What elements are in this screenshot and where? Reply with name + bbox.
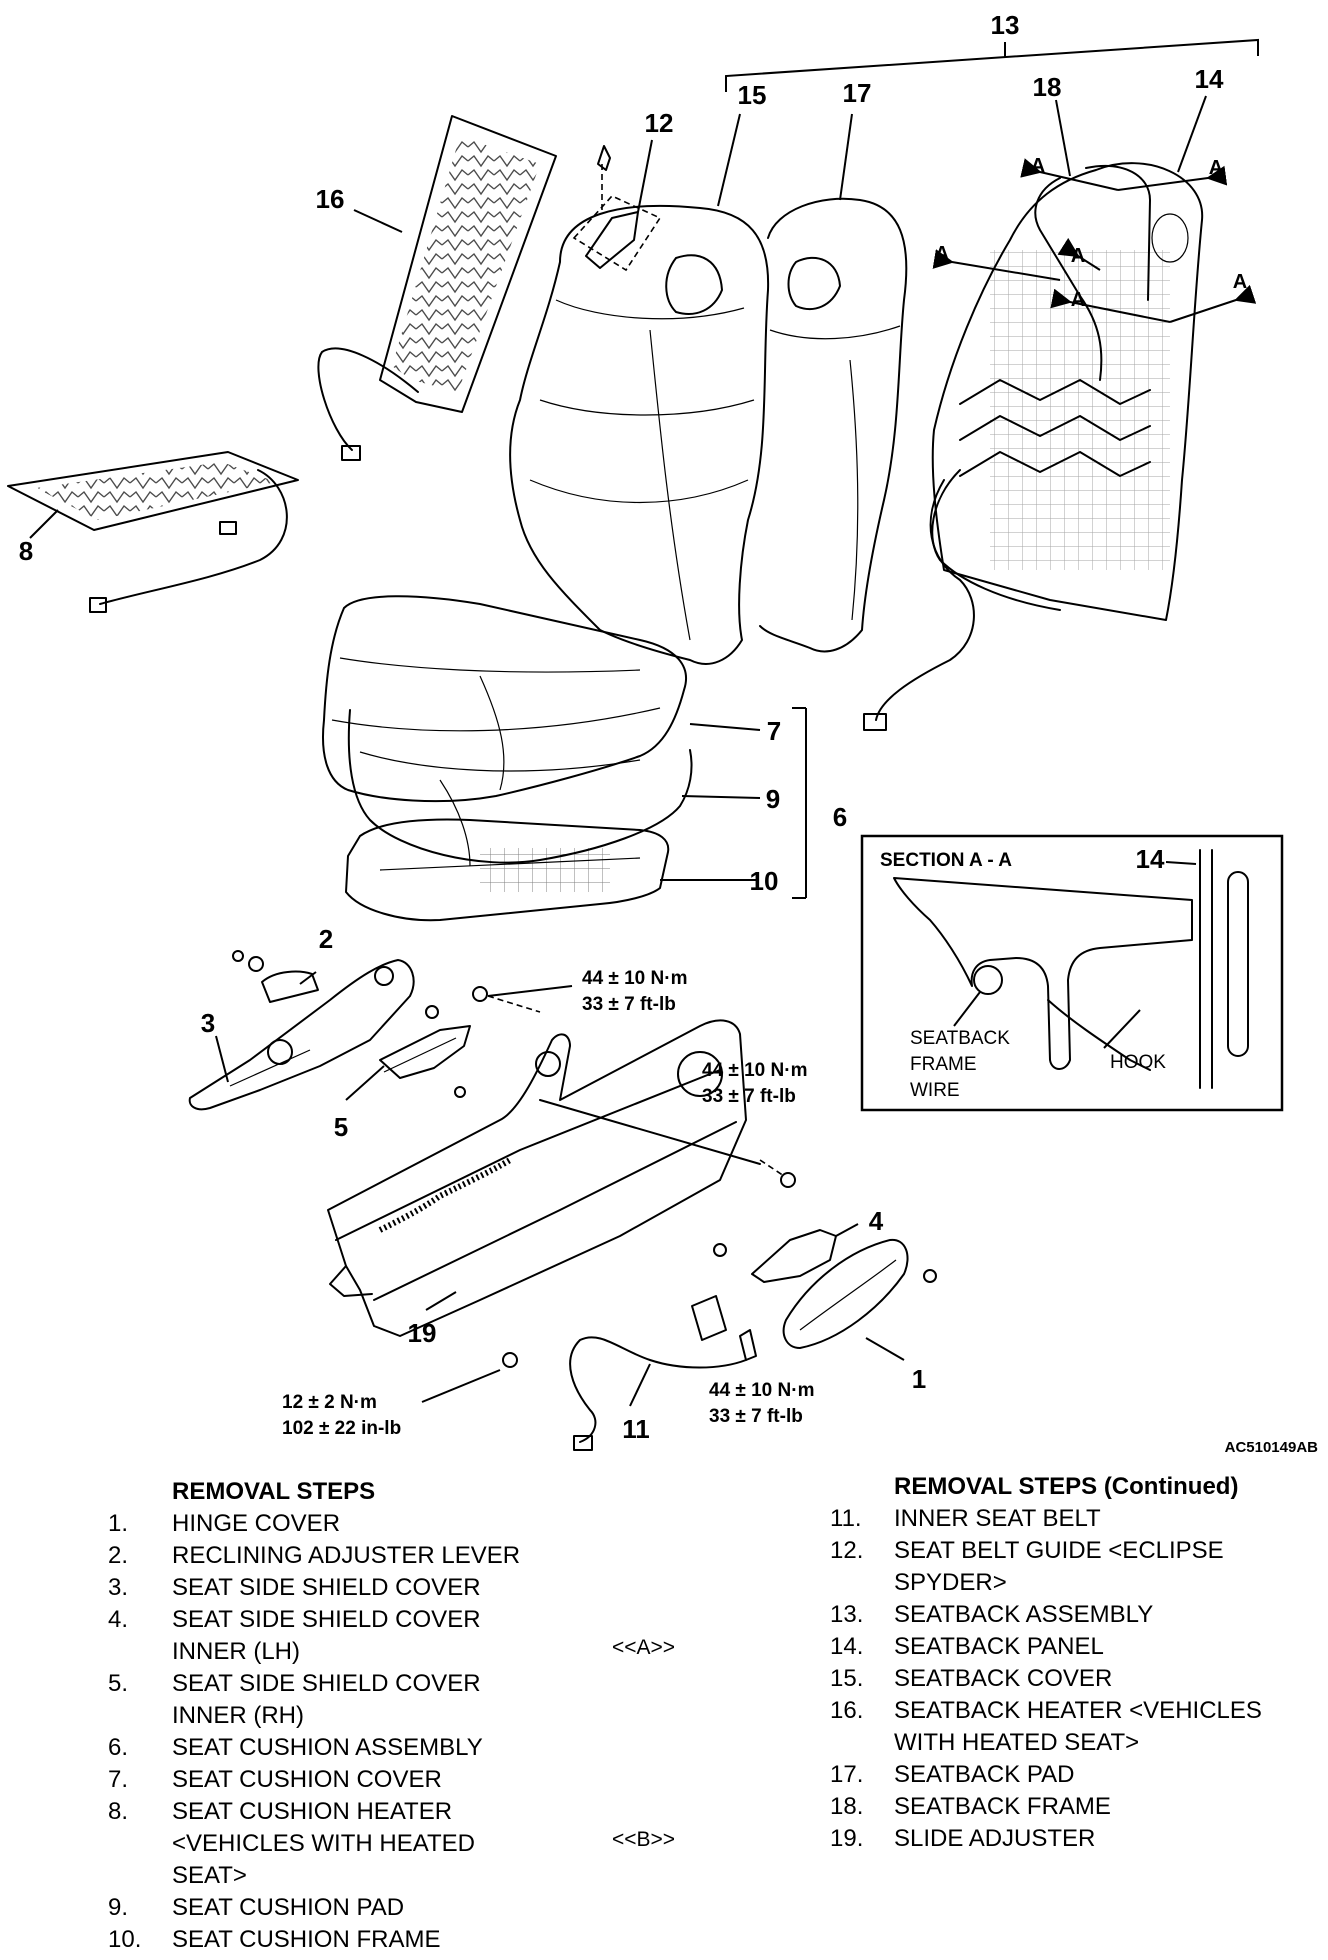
torque-right-ftlb: 33 ± 7 ft-lb (702, 1086, 796, 1107)
callouts: 13 15 17 18 14 12 16 8 7 9 6 10 2 3 5 4 … (19, 10, 1224, 1444)
seatback-frame-part (863, 162, 1204, 731)
seat-side-shield-inner-lh-part (713, 1229, 837, 1283)
seat-side-shield-inner-rh-part (379, 1025, 471, 1098)
step-item: 15.SEATBACK COVER (830, 1665, 1113, 1692)
step-item: 11.INNER SEAT BELT (830, 1505, 1101, 1532)
callout-13: 13 (991, 10, 1020, 40)
step-item: 7.SEAT CUSHION COVER (108, 1766, 442, 1793)
callout-15: 15 (738, 80, 767, 110)
seat-cushion-heater-part (7, 451, 299, 613)
callout-9: 9 (766, 784, 780, 814)
section-title: SECTION A - A (880, 850, 1012, 871)
section-callout-14: 14 (1136, 844, 1165, 874)
seatback-pad-part (759, 197, 908, 653)
section-a-a-inset: SECTION A - A 14 SEATBACK FRAME WIRE HOO… (860, 834, 1284, 1112)
step-item: 8.SEAT CUSHION HEATER (108, 1798, 453, 1825)
reclining-lever-part (232, 950, 319, 1003)
step-item: 12.SEAT BELT GUIDE <ECLIPSE (830, 1537, 1224, 1564)
section-marker-a: A (1233, 271, 1247, 293)
callout-10: 10 (750, 866, 779, 896)
step-ref-a: <<A>> (612, 1636, 676, 1659)
step-item-continuation: INNER (LH) (172, 1638, 301, 1665)
removal-steps-title: REMOVAL STEPS (172, 1478, 376, 1505)
step-item: 5.SEAT SIDE SHIELD COVER (108, 1670, 481, 1697)
hinge-cover-part (782, 1238, 937, 1349)
step-item-continuation: SPYDER> (894, 1569, 1007, 1596)
seat-side-shield-cover-part (188, 959, 439, 1111)
step-item: 6.SEAT CUSHION ASSEMBLY (108, 1734, 483, 1761)
step-item: 13.SEATBACK ASSEMBLY (830, 1601, 1154, 1628)
step-item: 2.RECLINING ADJUSTER LEVER (108, 1542, 521, 1569)
step-item-continuation: SEAT> (172, 1862, 247, 1889)
seat-exploded-diagram: 13 15 17 18 14 12 16 8 7 9 6 10 2 3 5 4 … (7, 10, 1319, 1456)
figure-id: AC510149AB (1225, 1439, 1319, 1456)
section-hook-label: HOOK (1110, 1052, 1166, 1073)
seat-cushion-cover-part (322, 595, 687, 803)
callout-3: 3 (201, 1008, 215, 1038)
section-marker-a: A (935, 243, 949, 265)
callout-4: 4 (869, 1206, 884, 1236)
seat-cushion-frame-part (345, 818, 670, 922)
callout-19: 19 (408, 1318, 437, 1348)
step-item-continuation: WITH HEATED SEAT> (894, 1729, 1140, 1756)
step-item: 17.SEATBACK PAD (830, 1761, 1075, 1788)
seatback-cover-part (509, 204, 770, 665)
section-marker-a: A (1071, 289, 1085, 311)
seat-cushion-pad-part (347, 709, 693, 867)
step-item: 9.SEAT CUSHION PAD (108, 1894, 405, 1921)
torque-cushion-ftlb: 33 ± 7 ft-lb (582, 994, 676, 1015)
callout-5: 5 (334, 1112, 348, 1142)
callout-17: 17 (843, 78, 872, 108)
section-a-arrows (932, 158, 1257, 323)
callout-8: 8 (19, 536, 33, 566)
step-item-continuation: INNER (RH) (172, 1702, 304, 1729)
seat-belt-guide-part (572, 145, 662, 272)
callout-14: 14 (1195, 64, 1224, 94)
section-wire-label-3: WIRE (910, 1080, 960, 1101)
callout-6: 6 (833, 802, 847, 832)
section-marker-a: A (1071, 245, 1085, 267)
section-markers: A A A A A A (935, 155, 1247, 311)
callout-16: 16 (316, 184, 345, 214)
bolts (472, 986, 796, 1368)
leader-lines (29, 95, 1207, 1407)
slide-adjuster-part (327, 1019, 761, 1337)
callout-2: 2 (319, 924, 333, 954)
torque-slide-inlb: 102 ± 22 in-lb (282, 1418, 401, 1439)
step-item: 14.SEATBACK PANEL (830, 1633, 1104, 1660)
step-item-continuation: <VEHICLES WITH HEATED (172, 1830, 475, 1857)
removal-steps-continued-list: REMOVAL STEPS (Continued) 11.INNER SEAT … (830, 1471, 1320, 1855)
step-item: 1.HINGE COVER (108, 1510, 341, 1537)
removal-steps-list: REMOVAL STEPS 1.HINGE COVER 2.RECLINING … (108, 1476, 608, 1956)
section-wire-label-1: SEATBACK (910, 1028, 1010, 1049)
callout-12: 12 (645, 108, 674, 138)
section-marker-a: A (1209, 157, 1223, 179)
step-ref-b: <<B>> (612, 1828, 676, 1851)
torque-belt-nm: 44 ± 10 N·m (709, 1380, 814, 1401)
section-wire-label-2: FRAME (910, 1054, 977, 1075)
callout-1: 1 (912, 1364, 926, 1394)
step-item: 19.SLIDE ADJUSTER (830, 1825, 1096, 1852)
callout-7: 7 (767, 716, 781, 746)
torque-belt-ftlb: 33 ± 7 ft-lb (709, 1406, 803, 1427)
removal-steps-continued-title: REMOVAL STEPS (Continued) (894, 1473, 1239, 1500)
callout-18: 18 (1033, 72, 1062, 102)
step-item: 4.SEAT SIDE SHIELD COVER (108, 1606, 481, 1633)
section-marker-a: A (1031, 155, 1045, 177)
torque-right-nm: 44 ± 10 N·m (702, 1060, 807, 1081)
seatback-assembly-bracket (725, 38, 1259, 92)
callout-11: 11 (622, 1414, 650, 1444)
step-item: 18.SEATBACK FRAME (830, 1793, 1111, 1820)
step-item: 3.SEAT SIDE SHIELD COVER (108, 1574, 481, 1601)
step-item: 16.SEATBACK HEATER <VEHICLES (830, 1697, 1262, 1724)
torque-cushion-nm: 44 ± 10 N·m (582, 968, 687, 989)
inner-seat-belt-part (569, 1295, 757, 1451)
seatback-heater-part (317, 115, 557, 461)
step-item: 10.SEAT CUSHION FRAME (108, 1926, 441, 1953)
torque-slide-nm: 12 ± 2 N·m (282, 1392, 377, 1413)
torque-labels: 44 ± 10 N·m 33 ± 7 ft-lb 44 ± 10 N·m 33 … (282, 968, 814, 1439)
